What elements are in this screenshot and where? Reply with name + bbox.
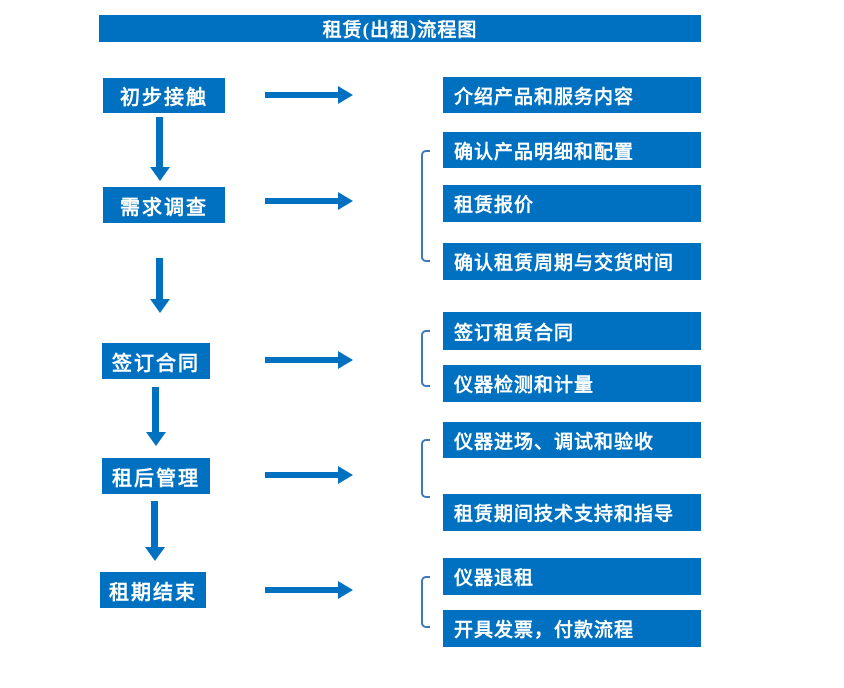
arrow-head: [338, 466, 353, 484]
bracket-connector: [421, 439, 430, 498]
step-box-rental-end: 租期结束: [100, 572, 206, 608]
arrow-right-icon: [265, 351, 353, 369]
arrow-head: [338, 351, 353, 369]
arrow-shaft: [265, 357, 338, 363]
arrow-head: [146, 432, 166, 446]
arrow-down-icon: [145, 501, 165, 561]
arrow-head: [338, 581, 353, 599]
arrow-shaft: [152, 387, 159, 433]
detail-box-confirm-product-config: 确认产品明细和配置: [443, 132, 701, 168]
arrow-shaft: [265, 587, 338, 593]
detail-box-sign-rental-contract: 签订租赁合同: [443, 312, 701, 350]
arrow-down-icon: [150, 258, 170, 313]
arrow-shaft: [265, 92, 338, 98]
arrow-right-icon: [265, 192, 353, 210]
detail-box-instrument-setup-acceptance: 仪器进场、调试和验收: [443, 422, 701, 458]
detail-box-instrument-return: 仪器退租: [443, 558, 701, 595]
arrow-head: [145, 547, 165, 561]
arrow-shaft: [156, 117, 163, 168]
step-box-sign-contract: 签订合同: [102, 343, 210, 379]
arrow-right-icon: [265, 86, 353, 104]
step-box-demand-survey: 需求调查: [103, 187, 225, 223]
arrow-down-icon: [150, 117, 170, 181]
detail-box-tech-support: 租赁期间技术支持和指导: [443, 494, 701, 531]
detail-box-confirm-period-delivery: 确认租赁周期与交货时间: [443, 243, 701, 280]
detail-box-introduce-products: 介绍产品和服务内容: [443, 77, 701, 113]
detail-box-invoice-payment: 开具发票，付款流程: [443, 610, 701, 647]
bracket-connector: [421, 576, 430, 628]
arrow-head: [338, 192, 353, 210]
bracket-connector: [421, 150, 430, 262]
arrow-shaft: [151, 501, 158, 548]
arrow-down-icon: [146, 387, 166, 446]
step-box-post-rental-management: 租后管理: [102, 458, 210, 494]
arrow-shaft: [156, 258, 163, 300]
arrow-right-icon: [265, 466, 353, 484]
arrow-head: [150, 167, 170, 181]
detail-box-instrument-testing: 仪器检测和计量: [443, 365, 701, 402]
arrow-head: [150, 299, 170, 313]
bracket-connector: [421, 330, 430, 387]
detail-box-rental-quote: 租赁报价: [443, 185, 701, 222]
arrow-shaft: [265, 472, 338, 478]
arrow-head: [338, 86, 353, 104]
arrow-shaft: [265, 198, 338, 204]
diagram-title: 租赁(出租)流程图: [99, 15, 701, 42]
arrow-right-icon: [265, 581, 353, 599]
step-box-initial-contact: 初步接触: [103, 78, 225, 113]
